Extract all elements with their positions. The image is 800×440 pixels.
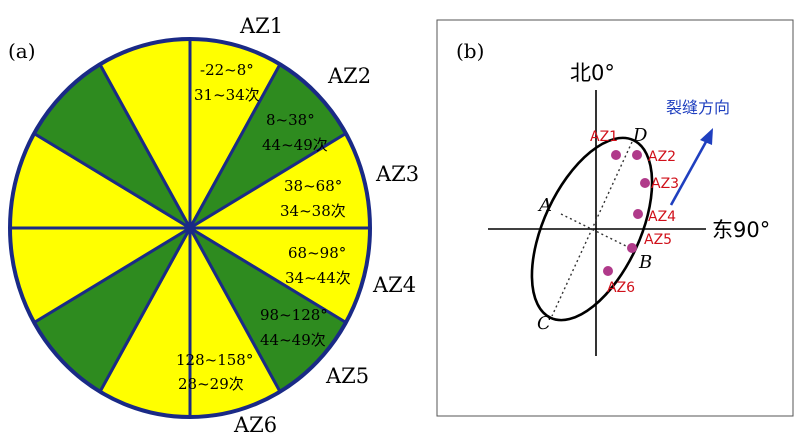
az3-label: AZ3 xyxy=(375,162,419,186)
marker-az3 xyxy=(640,178,650,188)
panel-b-label: (b) xyxy=(456,39,484,63)
point-a-label: A xyxy=(537,195,552,216)
sector-wheel xyxy=(8,37,372,419)
north-label: 北0° xyxy=(570,61,615,85)
wheel-rim xyxy=(8,37,372,419)
marker-az6 xyxy=(603,266,613,276)
az2-range: 8~38° xyxy=(266,111,315,129)
b-az4-label: AZ4 xyxy=(648,209,676,225)
az1-range: -22~8° xyxy=(200,61,254,79)
b-az3-label: AZ3 xyxy=(651,176,679,192)
az5-count: 44~49次 xyxy=(260,331,326,349)
point-b-label: B xyxy=(638,252,652,273)
point-c-label: C xyxy=(537,313,551,334)
az2-label: AZ2 xyxy=(327,64,371,88)
az4-label: AZ4 xyxy=(372,273,416,297)
marker-az2 xyxy=(632,150,642,160)
wheel-hub xyxy=(186,224,194,232)
b-az5-label: AZ5 xyxy=(644,232,672,248)
crack-arrow-head-icon xyxy=(700,128,713,145)
az5-label: AZ5 xyxy=(325,364,369,388)
panel-b: (b) 北0° 东90° A B C D AZ1 AZ2 AZ3 AZ4 AZ5 xyxy=(436,19,794,417)
crack-direction-label: 裂缝方向 xyxy=(666,98,730,117)
b-az6-label: AZ6 xyxy=(607,280,635,296)
az6-count: 28~29次 xyxy=(178,375,244,393)
az3-range: 38~68° xyxy=(284,177,342,195)
az5-range: 98~128° xyxy=(260,306,328,324)
az4-count: 34~44次 xyxy=(285,269,351,287)
point-d-label: D xyxy=(632,125,648,146)
az3-count: 34~38次 xyxy=(280,202,346,220)
panel-b-frame xyxy=(436,19,794,417)
az-markers xyxy=(603,150,650,276)
crack-direction-arrow xyxy=(669,139,709,206)
b-az2-label: AZ2 xyxy=(648,149,676,165)
az1-label: AZ1 xyxy=(239,14,283,38)
az6-label: AZ6 xyxy=(233,413,277,437)
east-label: 东90° xyxy=(712,218,770,242)
az4-range: 68~98° xyxy=(288,244,346,262)
marker-az1 xyxy=(611,150,621,160)
marker-az4 xyxy=(633,209,643,219)
az1-count: 31~34次 xyxy=(194,86,260,104)
az2-count: 44~49次 xyxy=(262,136,328,154)
panel-a: (a) -22~8° 31~34次 8~38° 44~49次 38~68° 34… xyxy=(8,14,419,437)
major-axis-line xyxy=(551,141,633,317)
marker-az5 xyxy=(627,243,637,253)
panel-a-label: (a) xyxy=(8,39,36,63)
az6-range: 128~158° xyxy=(176,351,253,369)
b-az1-label: AZ1 xyxy=(590,129,618,145)
